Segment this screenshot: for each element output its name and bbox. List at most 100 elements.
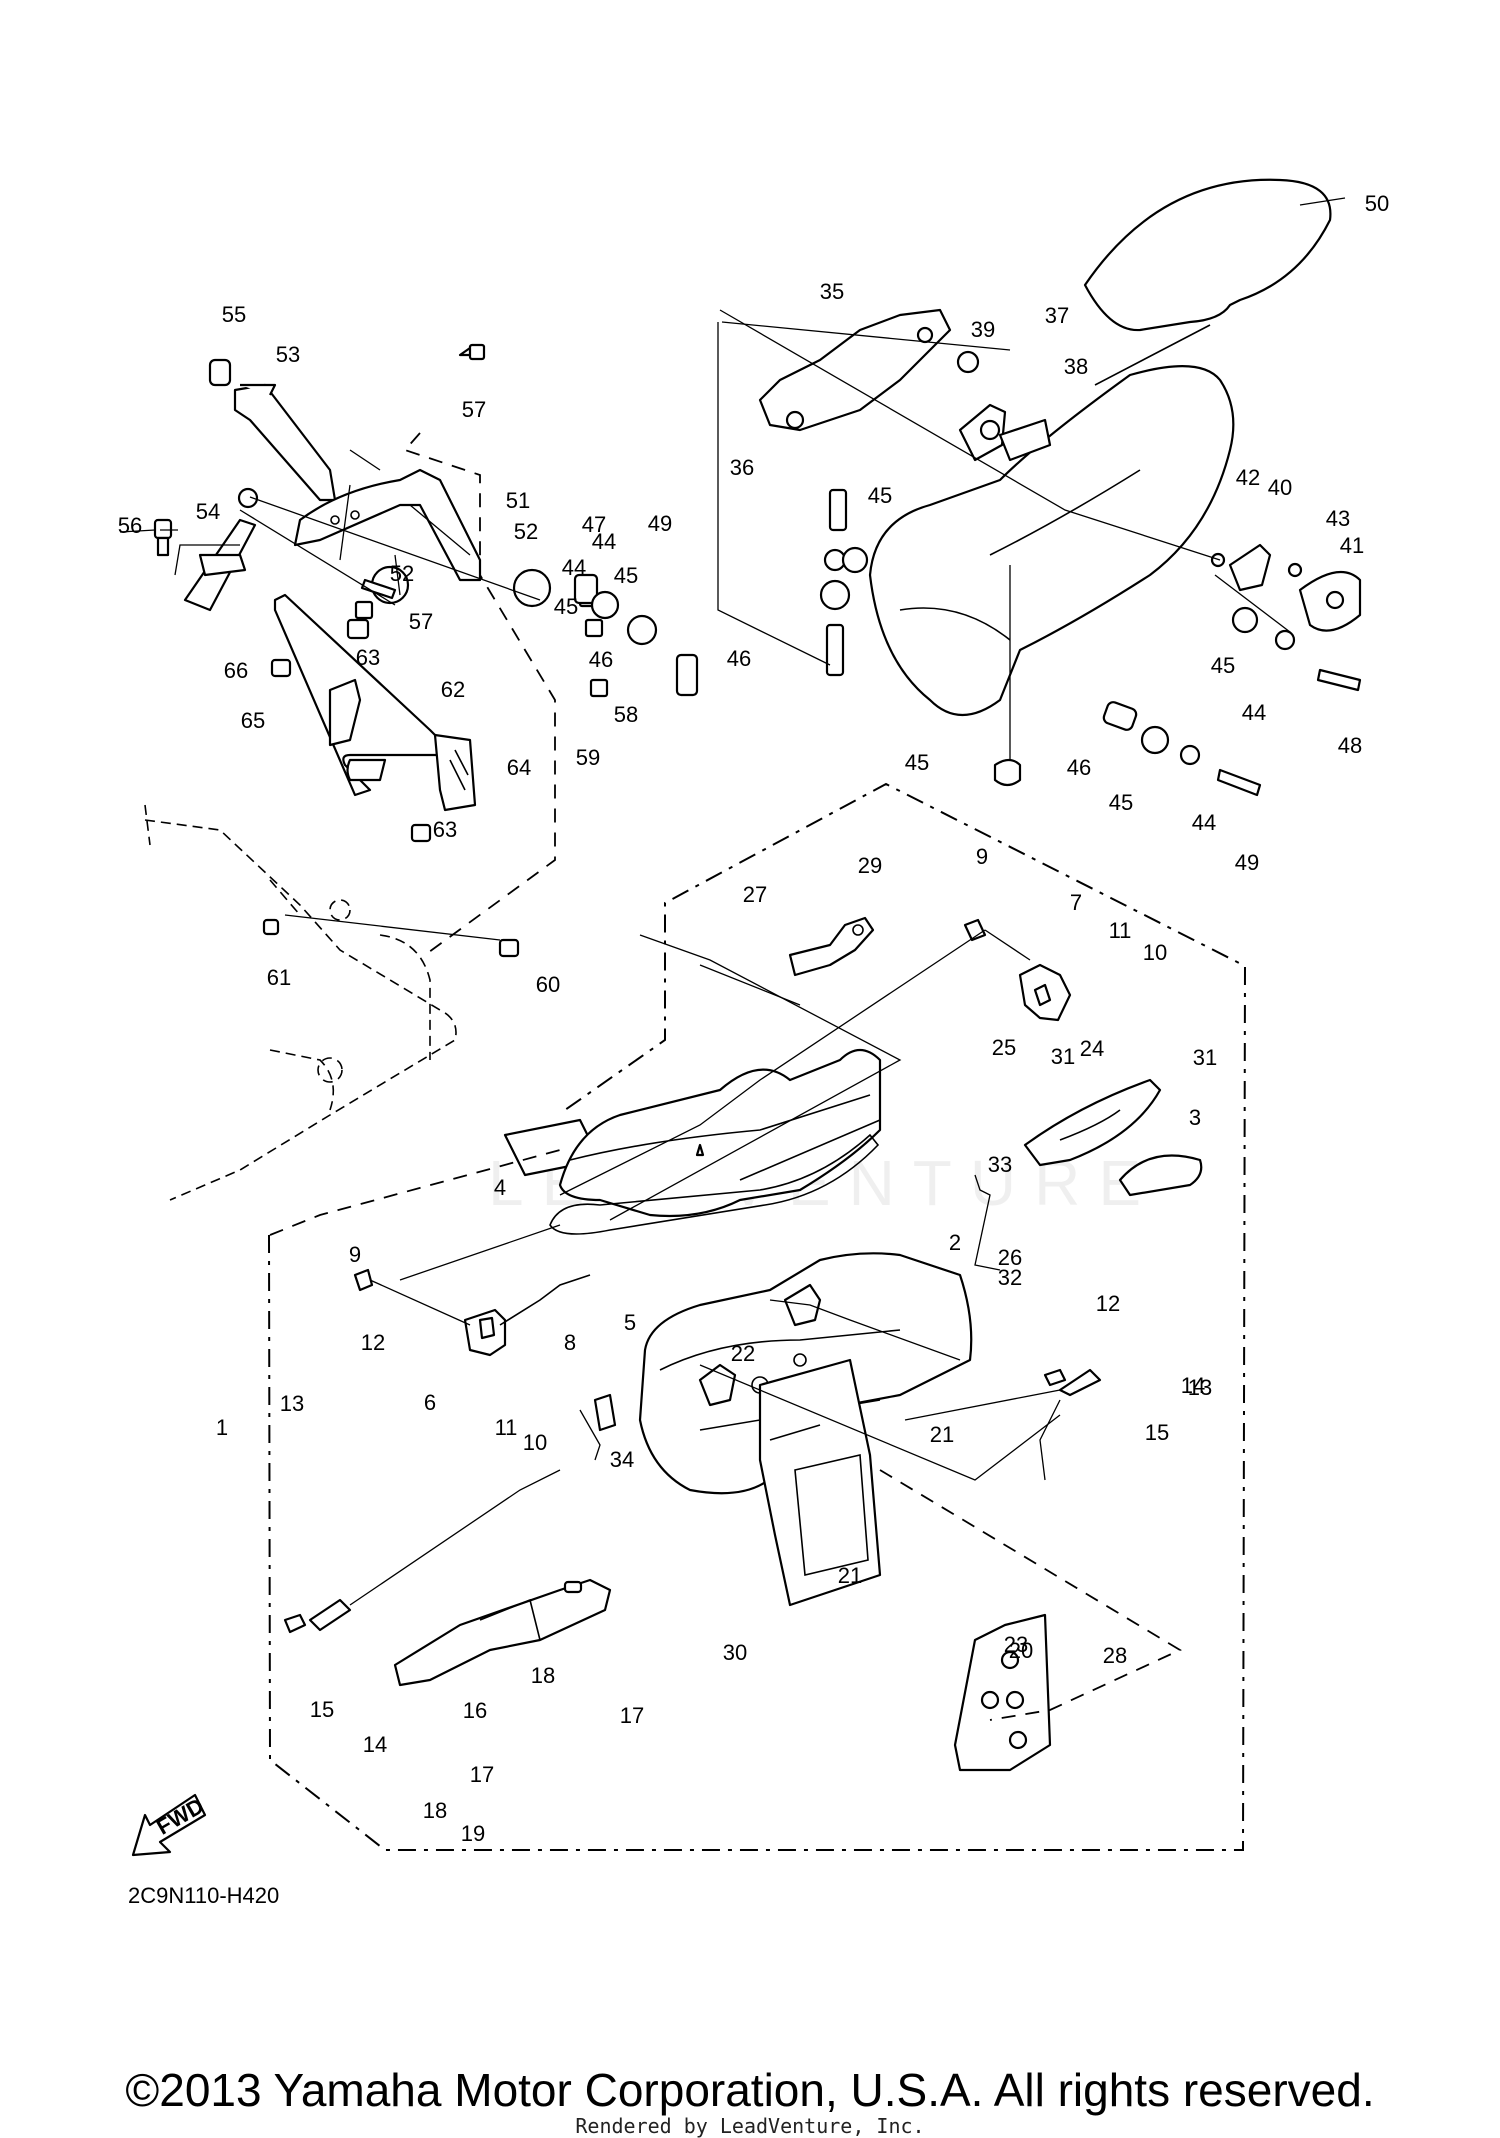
callout-52: 52 [390,561,414,586]
callout-18: 18 [423,1798,447,1823]
group-boundary-mid [269,1149,561,1236]
callout-15: 15 [310,1697,334,1722]
cover-ghost [1094,324,1211,386]
callout-45: 45 [1211,653,1235,678]
leader-lines [119,197,1346,1606]
callout-47: 47 [582,512,606,537]
callout-65: 65 [241,708,265,733]
callout-22: 22 [731,1341,755,1366]
callout-61: 61 [267,965,291,990]
reflector-64 [433,733,477,812]
bag-mark [695,1143,705,1157]
callout-31: 31 [1193,1045,1217,1070]
callout-34: 34 [610,1447,634,1472]
callout-45: 45 [868,483,892,508]
callout-45: 45 [554,594,578,619]
latch-7 [1018,963,1072,1022]
callout-25: 25 [992,1035,1016,1060]
lock-26 [788,916,875,977]
callout-28: 28 [1103,1643,1127,1668]
callout-44: 44 [592,529,616,554]
callout-12: 12 [1096,1291,1120,1316]
seat-pad-50 [1083,178,1332,332]
callout-46: 46 [1067,755,1091,780]
lock-plate-37-38 [958,403,1052,462]
plate-27 [758,1358,882,1607]
callout-17: 17 [470,1762,494,1787]
damper-stack-left [819,488,869,677]
callout-7: 7 [1070,890,1082,915]
bracket-53 [233,383,337,502]
saddlebag-shell [868,365,1235,717]
fwd-arrow-icon: FWD [131,1793,208,1857]
callout-11: 11 [1109,918,1132,943]
damper-stack-right [993,606,1362,797]
latch-6 [463,1308,507,1357]
callout-9: 9 [349,1242,361,1267]
stay-16 [393,1578,612,1687]
callout-44: 44 [562,555,586,580]
callout-26: 26 [998,1245,1022,1270]
copyright-notice: ©2013 Yamaha Motor Corporation, U.S.A. A… [125,2064,1375,2116]
cap-39 [956,350,980,374]
callout-13: 13 [280,1391,304,1416]
callout-56: 56 [118,513,142,538]
callout-60: 60 [536,972,560,997]
callout-3: 3 [1189,1105,1201,1130]
callout-10: 10 [1143,940,1167,965]
bracket-51 [293,468,482,582]
callout-59: 59 [576,745,600,770]
callout-43: 43 [1326,506,1350,531]
callout-27: 27 [743,882,767,907]
callout-49: 49 [648,511,672,536]
clip-9-left [353,1268,374,1292]
callout-17: 17 [620,1703,644,1728]
callout-64: 64 [507,755,531,780]
callout-53: 53 [276,342,300,367]
callout-57: 57 [462,397,486,422]
group-boundary-upper [403,432,556,956]
callout-5: 5 [624,1310,636,1335]
callout-45: 45 [905,750,929,775]
group-boundary-outer [268,782,1247,1851]
bolts-left [153,343,699,958]
callout-23: 23 [1004,1632,1028,1657]
callout-32: 32 [998,1265,1022,1290]
clamp-65 [328,678,362,747]
callout-45: 45 [614,563,638,588]
callout-31: 31 [1051,1044,1075,1069]
callout-46: 46 [727,646,751,671]
callout-49: 49 [1235,850,1259,875]
callout-36: 36 [730,455,754,480]
cover-3 [1118,1154,1203,1197]
callout-8: 8 [564,1330,576,1355]
callout-63: 63 [356,645,380,670]
callout-10: 10 [523,1430,547,1455]
callout-1: 1 [216,1415,228,1440]
callout-16: 16 [463,1698,487,1723]
callout-6: 6 [424,1390,436,1415]
callout-14: 14 [1181,1373,1205,1398]
callout-14: 14 [363,1732,387,1757]
strap-22 [1023,1078,1162,1167]
callout-9: 9 [976,844,988,869]
callout-40: 40 [1268,475,1292,500]
gasket-5 [549,1133,880,1235]
callout-20: 20 [1009,1638,1033,1663]
fwd-label: FWD [152,1793,208,1840]
callout-44: 44 [1192,810,1216,835]
callout-29: 29 [858,853,882,878]
callout-51: 51 [506,488,530,513]
callout-33: 33 [988,1152,1012,1177]
callout-44: 44 [1242,700,1266,725]
callout-19: 19 [461,1821,485,1846]
callout-18: 18 [531,1663,555,1688]
callout-39: 39 [971,317,995,342]
callout-57: 57 [409,609,433,634]
bracket-54 [183,487,259,612]
callout-11: 11 [495,1415,518,1440]
hinge-pair-21 [698,1283,822,1407]
callout-63: 63 [433,817,457,842]
